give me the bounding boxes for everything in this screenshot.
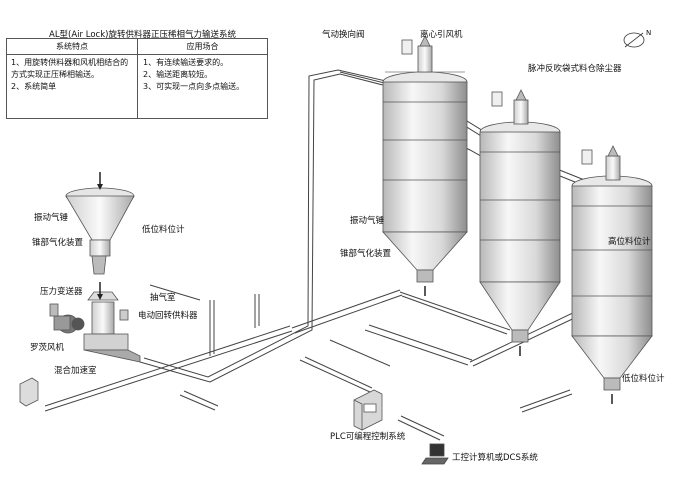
feature-row: 方式实现正压稀相输送。 xyxy=(11,70,99,79)
applications-column: 1、有连续输送要求的。 2、输送距离较短。 3、可实现一点向多点输送。 xyxy=(143,57,244,93)
label-roots-blower: 罗茨风机 xyxy=(30,343,65,353)
compass-rose xyxy=(623,32,645,48)
table-divider xyxy=(137,39,138,118)
label-high-level: 高位料位计 xyxy=(608,237,651,247)
feature-row: 1、用旋转供料器和风机相结合的 xyxy=(11,58,129,67)
label-vent-chamber: 抽气室 xyxy=(150,293,176,303)
computer-terminal xyxy=(421,443,449,465)
diagram-title: AL型(Air Lock)旋转供料器正压稀相气力输送系统 xyxy=(49,30,236,40)
plc-cabinet xyxy=(353,389,383,431)
label-cone-aeration-left: 锥部气化装置 xyxy=(32,238,84,248)
table-header-features: 系统特点 xyxy=(7,39,137,55)
label-low-level-right: 低位料位计 xyxy=(622,374,665,384)
silo-3 xyxy=(571,145,653,391)
application-row: 1、有连续输送要求的。 xyxy=(143,58,229,67)
level-switch-boxes xyxy=(401,39,593,165)
compass-north-label: N xyxy=(646,29,652,37)
label-low-level-left: 低位料位计 xyxy=(142,225,185,235)
application-row: 3、可实现一点向多点输送。 xyxy=(143,82,245,91)
label-dcs: 工控计算机或DCS系统 xyxy=(452,453,538,463)
application-row: 2、输送距离较短。 xyxy=(143,70,213,79)
label-plc: PLC可编程控制系统 xyxy=(330,432,406,442)
silo-2 xyxy=(479,89,561,343)
label-centrifugal-fan: 离心引风机 xyxy=(420,30,463,40)
feature-row: 2、系统简单 xyxy=(11,82,57,91)
discharge-arrows xyxy=(424,286,613,404)
table-header-applications: 应用场合 xyxy=(138,39,267,55)
rotary-feeder-assembly xyxy=(49,291,141,363)
features-column: 1、用旋转供料器和风机相结合的 方式实现正压稀相输送。 2、系统简单 xyxy=(11,57,128,93)
feed-hopper xyxy=(65,187,135,275)
label-pulse-collector: 脉冲反吹袋式料仓除尘器 xyxy=(528,64,622,74)
feature-table: 系统特点 应用场合 1、用旋转供料器和风机相结合的 方式实现正压稀相输送。 2、… xyxy=(6,38,268,119)
silo-1 xyxy=(382,35,468,283)
label-mixing-chamber: 混合加速室 xyxy=(54,366,97,376)
label-vibrator-silo: 振动气锤 xyxy=(350,216,385,226)
label-pressure-transmitter: 压力变送器 xyxy=(40,287,83,297)
label-diverter-valve: 气动换向阀 xyxy=(322,30,365,40)
local-cabinet xyxy=(19,377,39,407)
label-vibrator-left: 振动气锤 xyxy=(34,213,69,223)
label-rotary-feeder: 电动回转供料器 xyxy=(138,311,198,321)
label-cone-aeration-silo: 锥部气化装置 xyxy=(340,249,392,259)
